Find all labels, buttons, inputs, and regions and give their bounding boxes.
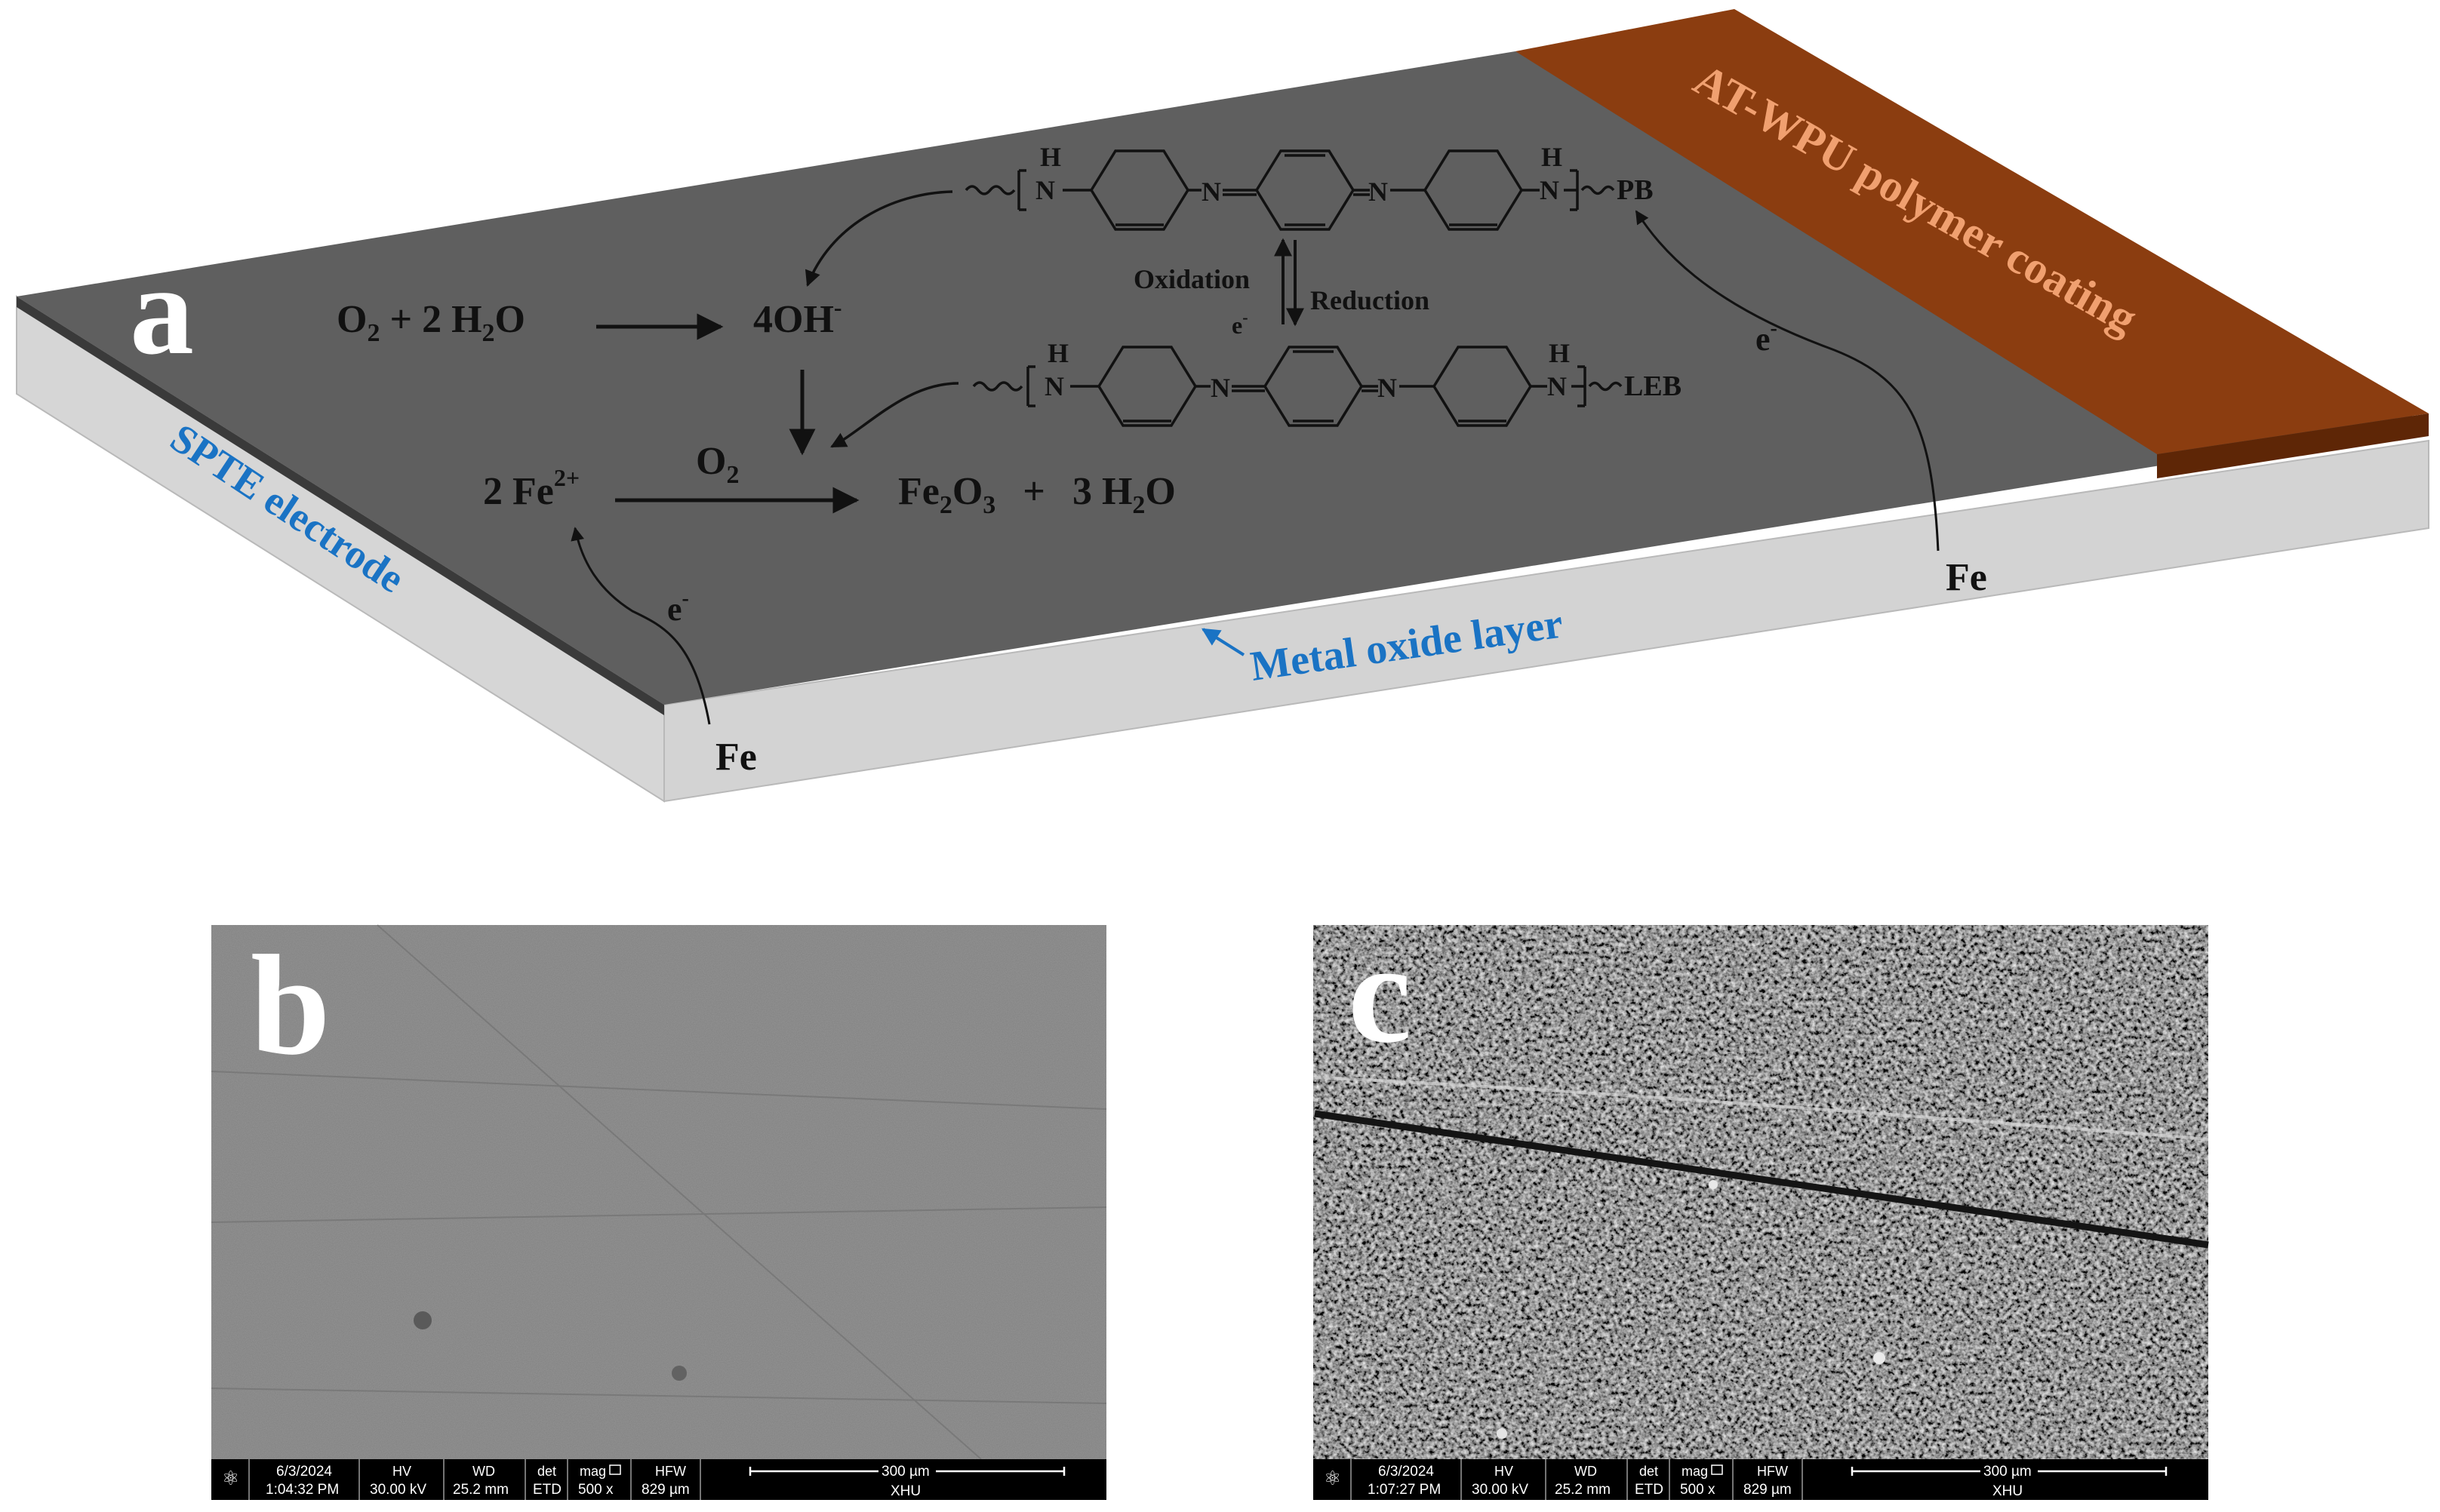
sem-b-scratches: [211, 924, 1107, 1460]
sem-b-particle: [672, 1366, 687, 1381]
leb-n-left: N: [1045, 371, 1064, 401]
reduction-label: Reduction: [1310, 285, 1429, 315]
sem-b-scale-label-bg: [878, 1462, 936, 1479]
panel-letter-a: a: [130, 239, 194, 381]
panel-letter-b: b: [251, 927, 331, 1085]
pb-n-left: N: [1035, 175, 1055, 205]
sem-c-inst: XHU: [1992, 1483, 2023, 1499]
sem-b-hv-label: HV: [392, 1464, 411, 1479]
sem-c-hfw: 829 µm: [1743, 1482, 1792, 1498]
pb-structure: [965, 149, 1615, 231]
sem-c-time: 1:07:27 PM: [1368, 1482, 1441, 1498]
oxidation-label: Oxidation: [1134, 264, 1250, 294]
leb-label: LEB: [1624, 370, 1682, 402]
sem-b-det: ETD: [533, 1482, 562, 1498]
electron-left: e-: [667, 587, 689, 628]
sem-c-hv-label: HV: [1494, 1464, 1513, 1479]
sem-c-mag-label: mag: [1682, 1464, 1708, 1479]
leb-h-left: H: [1048, 338, 1069, 368]
sem-c-mag: 500 x: [1680, 1482, 1715, 1498]
sem-c-infobar-dividers: [1350, 1459, 1803, 1500]
leb-n-mid2: N: [1377, 373, 1397, 403]
sem-b-particle: [414, 1311, 432, 1329]
sem-c-particle: [1709, 1180, 1718, 1189]
sem-c-infobar: [1313, 1459, 2208, 1500]
electron-mid: e-: [1232, 308, 1248, 339]
sem-c-scale: 300 µm: [1983, 1464, 2032, 1480]
sem-b-hfw: 829 µm: [642, 1482, 690, 1498]
sem-c-particle: [1873, 1352, 1885, 1364]
sem-c-wd-label: WD: [1574, 1464, 1597, 1479]
fe-right-label: Fe: [1946, 556, 1987, 599]
sem-b-date: 6/3/2024: [276, 1464, 332, 1480]
fe-right-electron-path: [1635, 210, 1940, 552]
fe-left-electron-path: [571, 527, 711, 725]
reaction2-over-arrow: O2: [696, 440, 739, 489]
reaction1-reactants: O2 + 2 H2O: [337, 298, 525, 347]
sem-c-wd: 25.2 mm: [1555, 1482, 1611, 1498]
coating-top: [1515, 9, 2429, 454]
sem-b-det-label: det: [537, 1464, 556, 1479]
sem-c-crack-highlight: [1314, 1076, 2209, 1141]
leb-h-right: H: [1549, 338, 1570, 368]
sem-b-hfw-label: HFW: [655, 1464, 686, 1479]
pb-n-mid1: N: [1202, 177, 1221, 207]
sem-image-b-texture: [211, 925, 1106, 1459]
pb-n-mid2: N: [1368, 177, 1388, 207]
pb-label: PB: [1617, 174, 1654, 206]
sem-c-crack: [1314, 1110, 2209, 1249]
sem-b-logo-icon: ⚛: [222, 1467, 239, 1489]
electrode-front-edge: [663, 439, 2429, 803]
sem-b-scale: 300 µm: [882, 1464, 930, 1480]
pb-h-left: H: [1040, 142, 1061, 172]
sem-b-hv: 30.00 kV: [370, 1482, 426, 1498]
electron-right: e-: [1755, 317, 1777, 358]
sem-b-mag: 500 x: [578, 1482, 614, 1498]
electrode-rim: [17, 297, 664, 715]
pb-h-right: H: [1541, 142, 1562, 172]
leb-n-mid1: N: [1211, 373, 1230, 403]
sem-c-logo-icon: ⚛: [1324, 1467, 1341, 1489]
sem-b-wd-label: WD: [472, 1464, 495, 1479]
sem-c-mag-box-icon: [1711, 1464, 1723, 1475]
pb-to-oh-arrow: [805, 190, 953, 287]
sem-b-mag-label: mag: [580, 1464, 606, 1479]
sem-c-hfw-label: HFW: [1757, 1464, 1788, 1479]
sem-b-mag-box-icon: [609, 1464, 621, 1475]
sem-c-hv: 30.00 kV: [1472, 1482, 1528, 1498]
sem-c-scale-label-bg: [1980, 1462, 2038, 1479]
leb-structure: [972, 346, 1623, 427]
pb-n-right: N: [1540, 175, 1559, 205]
coating-side: [2157, 413, 2429, 478]
panel-c: c ⚛ 6/3/2024 1:07:27 PM HV 30.00 kV WD 2…: [1313, 914, 2209, 1500]
panel-b: b ⚛ 6/3/2024 1:04:32 PM HV 30.00 kV WD 2…: [211, 924, 1107, 1500]
sem-b-inst: XHU: [891, 1483, 921, 1499]
sem-b-infobar-dividers: [248, 1459, 701, 1500]
sem-b-time: 1:04:32 PM: [266, 1482, 339, 1498]
metal-oxide-pointer: [1201, 628, 1245, 656]
fe-left-label: Fe: [715, 736, 757, 779]
sem-c-det-label: det: [1639, 1464, 1658, 1479]
sem-c-particle: [1497, 1428, 1507, 1439]
sem-c-date: 6/3/2024: [1378, 1464, 1434, 1480]
sem-c-det: ETD: [1635, 1482, 1663, 1498]
sem-b-infobar: [211, 1459, 1106, 1500]
reaction1-product: 4OH-: [753, 293, 842, 341]
leb-to-o2-arrow: [830, 382, 959, 448]
reaction2-products: Fe2O3+3 H2O: [898, 470, 1176, 519]
sem-image-c-texture: [1313, 925, 2208, 1459]
panel-letter-c: c: [1348, 914, 1411, 1073]
reaction2-reactant: 2 Fe2+: [483, 464, 580, 513]
leb-n-right: N: [1547, 371, 1567, 401]
sem-b-wd: 25.2 mm: [453, 1482, 509, 1498]
panel-a: AT-WPU polymer coating a O2 + 2 H2O 4OH-…: [16, 9, 2429, 803]
